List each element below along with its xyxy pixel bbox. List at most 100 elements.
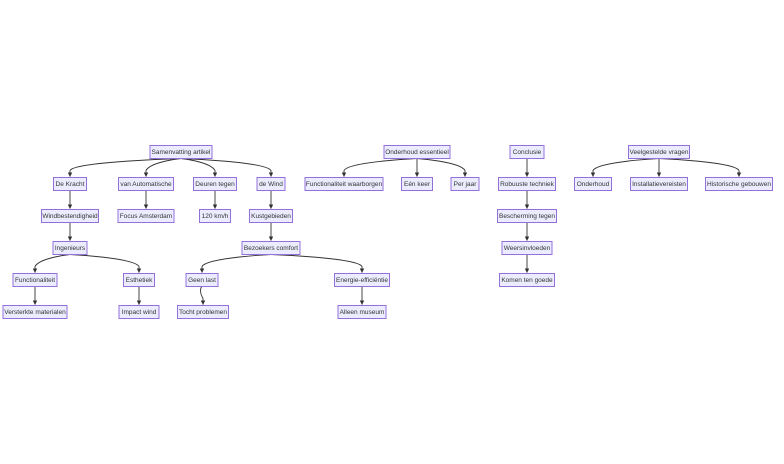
node-bescherming: Bescherming tegen [497, 209, 557, 223]
node-label: Onderhoud [577, 181, 610, 188]
node-box [256, 177, 286, 191]
node-de-wind: de Wind [256, 177, 286, 191]
node-onderhoud: Onderhoud [574, 177, 612, 191]
edge-veelgestelde-to-historische [658, 158, 742, 177]
node-de-kracht: De Kracht [53, 177, 87, 191]
node-label: Kustgebieden [251, 213, 291, 220]
edge-bezoekers-comfort-to-geen-last [199, 254, 272, 273]
node-label: Bescherming tegen [499, 213, 555, 220]
node-label: Versterkte materialen [4, 309, 66, 316]
node-energie: Energie-efficiëntie [334, 273, 390, 287]
node-een-keer: Eén keer [401, 177, 433, 191]
node-per-jaar: Per jaar [450, 177, 480, 191]
node-box [118, 177, 174, 191]
node-label: Functionaliteit [15, 277, 55, 284]
node-label: Functionaliteit waarborgen [306, 181, 383, 188]
node-box [630, 177, 688, 191]
node-samenvatting: Samenvatting artikel [149, 145, 213, 159]
node-box [193, 177, 237, 191]
node-label: van Automatische [120, 181, 172, 188]
node-box [337, 305, 387, 319]
node-label: De Kracht [56, 181, 85, 188]
node-box [509, 145, 545, 159]
node-label: Alleen museum [340, 309, 385, 316]
node-focus-amsterdam: Focus Amsterdam [117, 209, 175, 223]
node-label: Geen last [188, 277, 216, 284]
node-label: Veelgestelde vragen [630, 149, 689, 156]
node-installatievereisten: Installatievereisten [630, 177, 688, 191]
node-label: Focus Amsterdam [120, 213, 172, 220]
node-box [149, 145, 213, 159]
node-label: Historische gebouwen [707, 181, 771, 188]
node-alleen-museum: Alleen museum [337, 305, 387, 319]
node-label: Installatievereisten [632, 181, 686, 188]
node-box [123, 273, 155, 287]
node-box [185, 273, 219, 287]
node-label: 120 km/h [202, 213, 229, 220]
node-label: Ingenieurs [55, 245, 86, 252]
node-label: Energie-efficiëntie [336, 277, 388, 284]
edge-geen-last-to-tocht [200, 286, 206, 305]
edge-samenvatting-to-van-automatische [143, 158, 182, 177]
edge-onderhoud-essentieel-to-per-jaar [416, 158, 468, 177]
node-box [383, 145, 451, 159]
node-label: Deuren tegen [195, 181, 235, 188]
node-box [53, 177, 87, 191]
node-van-automatische: van Automatische [118, 177, 174, 191]
node-box [117, 209, 175, 223]
edge-ingenieurs-to-esthetiek [69, 254, 142, 273]
node-windbestendigheid: Windbestendigheid [41, 209, 99, 223]
node-conclusie: Conclusie [509, 145, 545, 159]
node-box [574, 177, 612, 191]
node-layer: Samenvatting artikel De Kracht van Automat… [2, 145, 773, 319]
node-label: Eén keer [404, 181, 431, 188]
node-label: Tocht problemen [179, 309, 227, 316]
node-tocht: Tocht problemen [177, 305, 229, 319]
node-bezoekers-comfort: Bezoekers comfort [241, 241, 301, 255]
node-box [304, 177, 384, 191]
node-box [628, 145, 690, 159]
node-veelgestelde: Veelgestelde vragen [628, 145, 690, 159]
node-weersinvloeden: Weersinvloeden [501, 241, 553, 255]
node-komen-ten-goede: Komen ten goede [499, 273, 555, 287]
node-box [497, 209, 557, 223]
node-label: Impact wind [122, 309, 157, 316]
node-impact-wind: Impact wind [118, 305, 160, 319]
node-box [2, 305, 68, 319]
edge-bezoekers-comfort-to-energie [270, 254, 365, 273]
node-historische: Historische gebouwen [705, 177, 773, 191]
node-robuuste: Robuuste techniek [498, 177, 556, 191]
node-label: Onderhoud essentieel [385, 149, 449, 156]
node-kustgebieden: Kustgebieden [249, 209, 293, 223]
node-label: Windbestendigheid [42, 213, 98, 220]
edge-veelgestelde-to-onderhoud [590, 158, 660, 177]
node-box [41, 209, 99, 223]
node-box [249, 209, 293, 223]
node-box [52, 241, 88, 255]
node-label: Per jaar [454, 181, 478, 188]
node-label: de Wind [259, 181, 283, 188]
node-ingenieurs: Ingenieurs [52, 241, 88, 255]
node-box [241, 241, 301, 255]
edge-ingenieurs-to-functionaliteit [32, 254, 71, 273]
node-label: Conclusie [513, 149, 542, 156]
node-box [705, 177, 773, 191]
node-box [12, 273, 58, 287]
node-box [334, 273, 390, 287]
node-box [177, 305, 229, 319]
node-label: Esthetiek [126, 277, 153, 284]
node-label: Bezoekers comfort [244, 245, 298, 252]
edge-samenvatting-to-deuren-tegen [180, 158, 218, 177]
node-label: Robuuste techniek [500, 181, 555, 188]
node-box [118, 305, 160, 319]
node-onderhoud-essentieel: Onderhoud essentieel [383, 145, 451, 159]
node-esthetiek: Esthetiek [123, 273, 155, 287]
node-geen-last: Geen last [185, 273, 219, 287]
node-box [499, 273, 555, 287]
node-box [450, 177, 480, 191]
node-label: Weersinvloeden [504, 245, 551, 252]
node-functionaliteit-waarborgen: Functionaliteit waarborgen [304, 177, 384, 191]
node-deuren-tegen: Deuren tegen [193, 177, 237, 191]
node-box [498, 177, 556, 191]
